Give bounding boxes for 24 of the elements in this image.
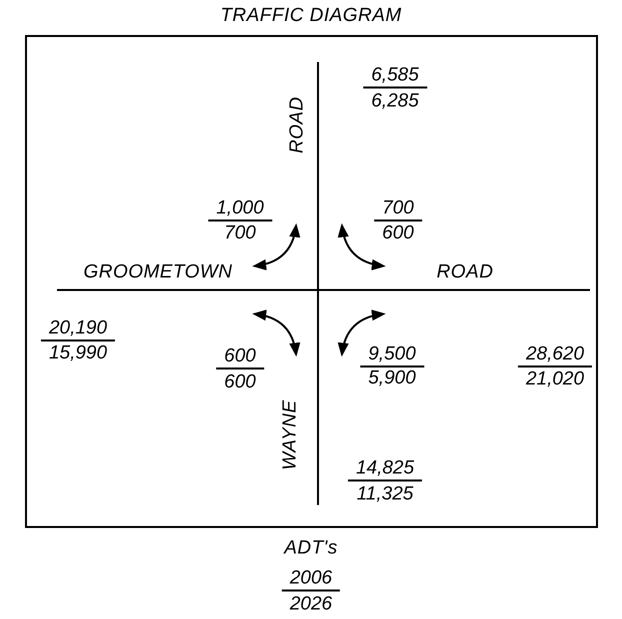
road-name: ROAD	[288, 96, 306, 154]
traffic-count: 700	[223, 224, 257, 242]
traffic-count: 6,585	[363, 66, 427, 88]
traffic-count: 700	[374, 198, 422, 222]
traffic-count: 21,020	[524, 370, 586, 388]
traffic-count: 14,825	[348, 458, 422, 482]
road-name: ROAD	[436, 262, 494, 282]
traffic-count: 15,990	[48, 344, 108, 362]
legend-text: ADT's	[284, 538, 338, 558]
road-name: GROOMETOWN	[84, 262, 232, 282]
traffic-count: 2006	[282, 568, 340, 592]
road-name: WAYNE	[280, 400, 300, 470]
traffic-count: 11,325	[356, 484, 414, 504]
traffic-count: 20,190	[40, 318, 116, 342]
traffic-count: 2026	[288, 594, 334, 614]
traffic-count: 28,620	[518, 344, 592, 368]
traffic-count: 600	[381, 224, 415, 242]
traffic-count: 9,500	[360, 344, 424, 368]
traffic-count: 600	[223, 372, 257, 392]
traffic-count: 5,900	[367, 368, 417, 388]
diagram-title: TRAFFIC DIAGRAM	[220, 4, 402, 28]
traffic-count: 1,000	[208, 198, 272, 222]
traffic-count: 6,285	[370, 92, 420, 110]
traffic-count: 600	[216, 346, 264, 370]
